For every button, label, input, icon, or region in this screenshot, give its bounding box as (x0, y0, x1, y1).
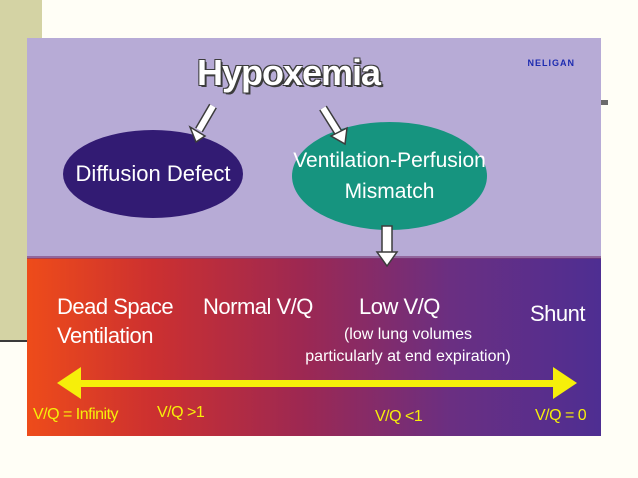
shunt-label: Shunt (530, 301, 586, 326)
arrow-to-vq-mismatch (319, 105, 348, 146)
low-vq-note-line1: (low lung volumes (343, 326, 473, 343)
low-vq-note-line2: particularly at end expiration) (305, 348, 511, 365)
diffusion-defect-oval: Diffusion Defect (63, 130, 243, 218)
spectrum-panel (27, 258, 601, 436)
vq-infinity-label: V/Q = Infinity (33, 406, 119, 423)
normal-vq-label: Normal V/Q (203, 294, 313, 319)
vq-mismatch-label-line2: Mismatch (344, 180, 435, 203)
diagram-slide: NELIGAN Hypoxemia Diffusion Defect Venti… (27, 38, 601, 436)
vq-mismatch-label-line1: Ventilation-Perfusion (293, 149, 486, 172)
vq-less-than-one-label: V/Q <1 (375, 408, 423, 425)
low-vq-note: (low lung volumes particularly at end ex… (303, 324, 513, 368)
vq-mismatch-oval: Ventilation-Perfusion Mismatch (292, 122, 487, 230)
diagram-title: Hypoxemia (197, 52, 381, 93)
dead-space-label: Dead Space Ventilation (57, 292, 174, 350)
vq-greater-than-one-label: V/Q >1 (157, 404, 205, 421)
dead-space-line2: Ventilation (57, 323, 154, 348)
vq-spectrum-double-arrow (57, 367, 577, 399)
brand-label: NELIGAN (527, 58, 575, 68)
side-rule (0, 340, 42, 342)
arrow-down-to-spectrum (375, 225, 399, 268)
connector-arrows (57, 103, 577, 399)
dead-space-line1: Dead Space (57, 294, 174, 319)
corner-rule (594, 100, 608, 105)
panel-divider (27, 256, 601, 259)
low-vq-label: Low V/Q (359, 294, 440, 319)
vq-zero-label: V/Q = 0 (535, 407, 587, 424)
diffusion-defect-label: Diffusion Defect (75, 161, 231, 186)
arrow-to-diffusion (188, 103, 217, 144)
